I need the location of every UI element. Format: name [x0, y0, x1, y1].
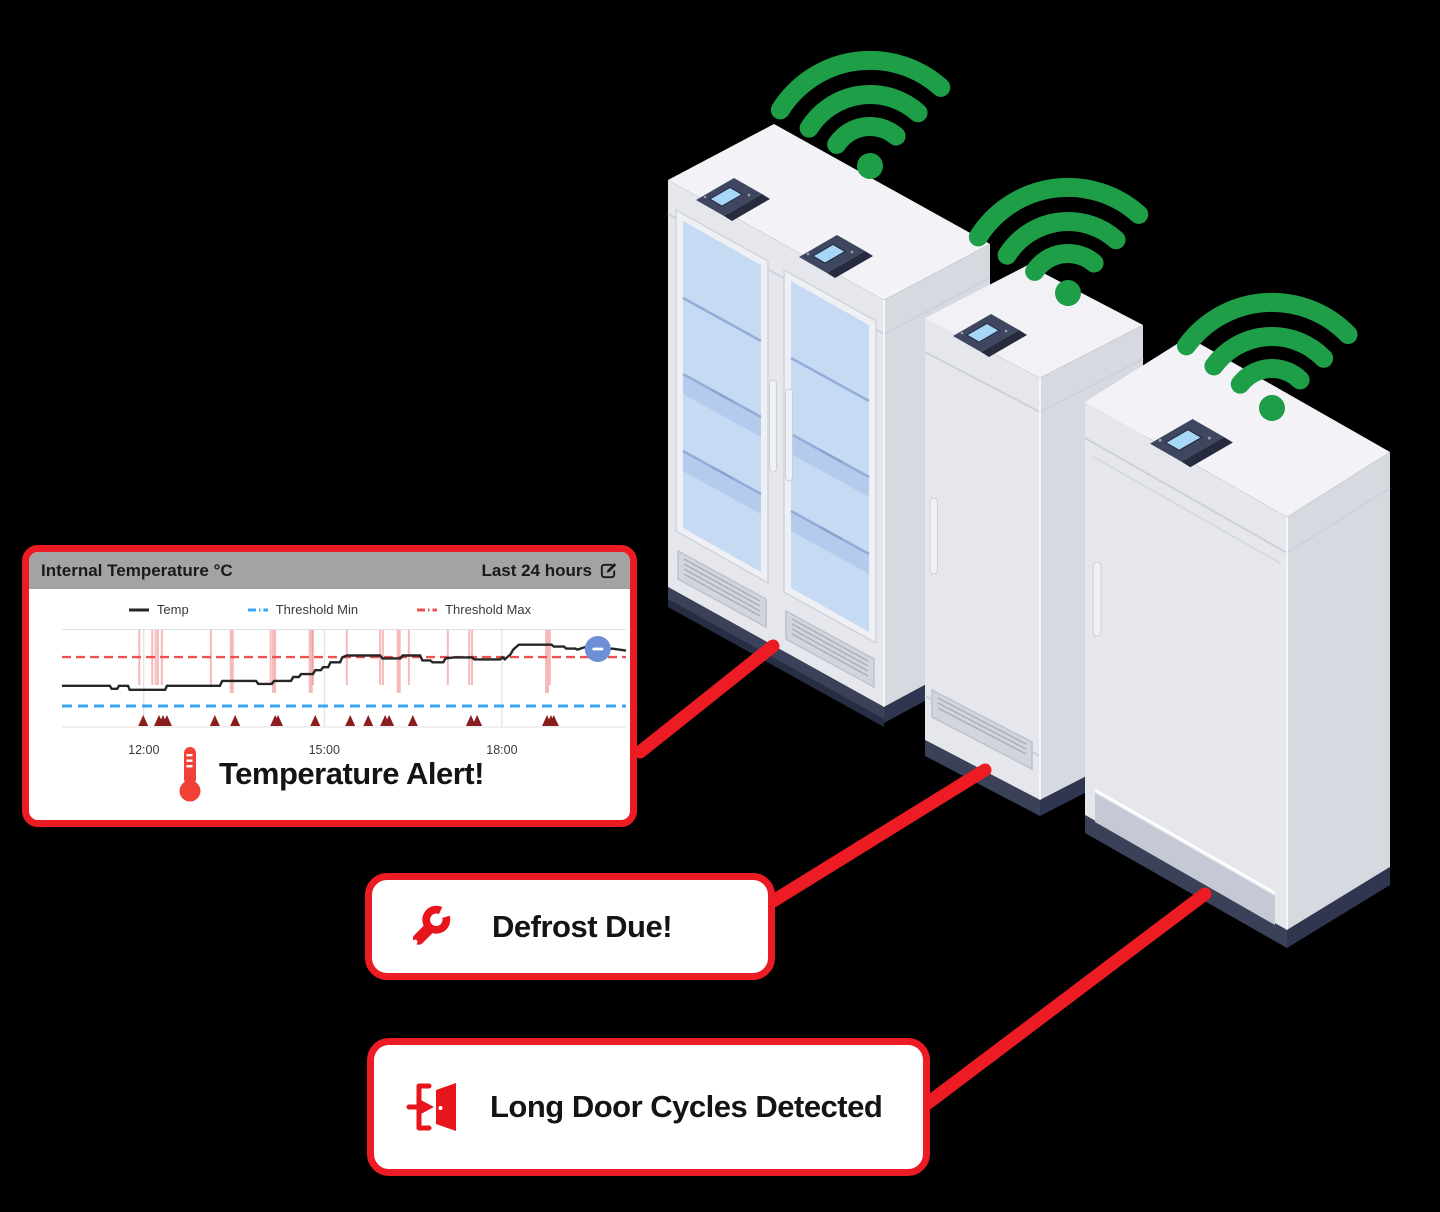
fridge-door-handle — [785, 388, 793, 482]
door-cycles-label: Long Door Cycles Detected — [490, 1089, 883, 1124]
threshold-min-swatch — [247, 608, 268, 611]
chart-range-label: Last 24 hours — [481, 560, 592, 580]
fridge-door-handle — [769, 379, 777, 473]
fridge-door-handle — [1092, 561, 1102, 637]
vent-grille — [931, 688, 1033, 771]
fridge-double-glass-door — [667, 124, 991, 727]
threshold-max-swatch — [417, 608, 438, 611]
legend-item-threshold-max: Threshold Max — [416, 602, 531, 617]
defrost-callout: Defrost Due! — [365, 873, 775, 980]
temperature-chart-panel: Internal Temperature °C Last 24 hours Te… — [22, 545, 637, 827]
chart-legend: Temp Threshold Min Threshold Max — [29, 602, 630, 617]
connector-line-door — [921, 887, 1212, 1110]
chart-header: Internal Temperature °C Last 24 hours — [29, 552, 630, 589]
fridge-door-handle — [929, 497, 938, 575]
connector-line-defrost — [763, 763, 992, 910]
temp-line-swatch — [128, 608, 149, 611]
vent-panel — [1094, 788, 1276, 925]
defrost-label: Defrost Due! — [492, 908, 673, 944]
chart-title: Internal Temperature °C — [41, 560, 233, 580]
door-enter-icon — [406, 1083, 456, 1131]
legend-item-threshold-min: Threshold Min — [247, 602, 358, 617]
connector-line-temperature — [633, 639, 780, 759]
temperature-line-chart: 12:00 15:00 18:00 — [62, 629, 627, 757]
svg-text:12:00: 12:00 — [128, 743, 159, 757]
vent-grille — [677, 549, 875, 689]
legend-item-temp: Temp — [128, 602, 189, 617]
svg-text:18:00: 18:00 — [486, 743, 517, 757]
wrench-icon — [412, 901, 456, 945]
svg-text:15:00: 15:00 — [309, 743, 340, 757]
thermometer-icon — [179, 747, 201, 802]
temperature-alert-row: Temperature Alert! — [29, 745, 630, 803]
fridge-solid-door-large — [1084, 337, 1391, 948]
door-cycles-callout: Long Door Cycles Detected — [367, 1038, 930, 1176]
edit-icon[interactable] — [599, 561, 618, 580]
temperature-alert-label: Temperature Alert! — [219, 756, 484, 791]
